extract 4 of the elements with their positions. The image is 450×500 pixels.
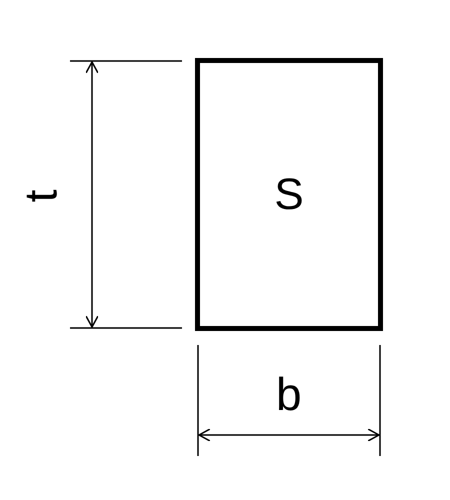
dimension-label: t bbox=[16, 190, 63, 202]
cross-section-rectangle bbox=[195, 58, 383, 331]
dimension-label: b bbox=[276, 371, 302, 417]
area-label: S bbox=[274, 172, 304, 216]
